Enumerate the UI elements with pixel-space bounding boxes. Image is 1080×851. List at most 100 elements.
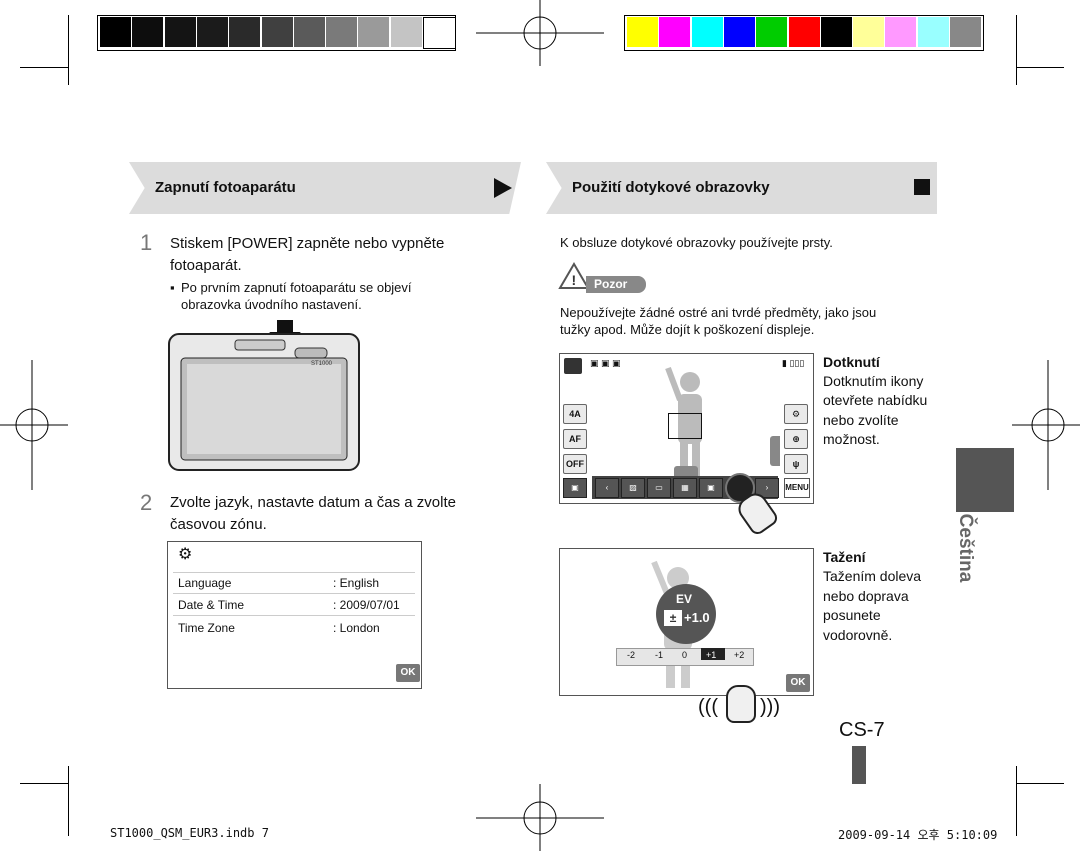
color-swatch	[659, 17, 691, 47]
crosshair-button[interactable]: ⊕	[784, 429, 808, 449]
drag-text: nebo doprava	[823, 588, 909, 604]
caution-text: tužky apod. Může dojít k poškození displ…	[560, 322, 815, 337]
drag-text: Tažením doleva	[823, 568, 922, 584]
step-number: 1	[140, 230, 153, 255]
color-swatch	[950, 17, 981, 47]
crop-mark	[20, 67, 68, 68]
af-button[interactable]: AF	[563, 429, 587, 449]
swipe-right-icon: )))	[760, 696, 780, 718]
note-text: Po prvním zapnutí fotoaparátu se objeví	[181, 280, 412, 295]
color-swatch	[691, 17, 723, 47]
crop-mark	[68, 15, 69, 85]
side-panel-tab[interactable]	[770, 436, 780, 466]
toolbar-button[interactable]: ▨	[621, 478, 645, 498]
gear-icon: ⚙	[178, 546, 193, 563]
step-text: Zvolte jazyk, nastavte datum a čas a zvo…	[170, 494, 456, 511]
camera-model-label: ST1000	[311, 361, 333, 367]
crop-mark	[1016, 783, 1064, 784]
ev-scale-selected	[701, 648, 725, 660]
menu-button[interactable]: MENU	[784, 478, 810, 498]
warning-icon: !	[558, 262, 590, 289]
settings-value: : English	[333, 576, 380, 590]
step-text: časovou zónu.	[170, 516, 267, 533]
color-swatch	[917, 17, 949, 47]
toolbar-button[interactable]: ▣	[563, 478, 587, 498]
focus-frame	[668, 413, 702, 439]
section-title: Zapnutí fotoaparátu	[155, 179, 296, 196]
settings-shortcut-button[interactable]: ⚙	[784, 404, 808, 424]
square-icon	[914, 179, 930, 195]
touch-text: otevřete nabídku	[823, 392, 928, 408]
settings-label: Time Zone	[178, 621, 235, 635]
crop-mark	[1016, 766, 1017, 836]
color-swatch	[164, 17, 196, 47]
svg-text:!: !	[572, 272, 577, 288]
color-swatch	[358, 17, 390, 47]
bottom-panel-tab[interactable]	[674, 466, 698, 476]
color-swatch	[423, 17, 456, 49]
hand-drag-icon	[726, 685, 756, 723]
language-label: Čeština	[955, 513, 976, 583]
step-text: fotoaparát.	[170, 257, 242, 274]
ev-scale-label: +2	[734, 650, 745, 660]
color-swatch	[261, 17, 293, 47]
touch-text: Dotknutím ikony	[823, 373, 924, 389]
page-marker	[852, 746, 866, 784]
battery-icon: ▮ ▯▯▯	[782, 358, 805, 368]
crop-mark	[20, 783, 68, 784]
settings-row[interactable]: Time Zone : London	[173, 618, 415, 638]
toolbar-button[interactable]: ▭	[647, 478, 671, 498]
ev-scale-label: -2	[627, 650, 636, 660]
wireless-button[interactable]: ψ	[784, 454, 808, 474]
color-swatch	[820, 17, 852, 47]
ev-scale-label: +1	[706, 650, 717, 660]
footer-file: ST1000_QSM_EUR3.indb 7	[110, 826, 269, 840]
camera-illustration	[168, 320, 360, 471]
timer-button[interactable]: OFF	[563, 454, 587, 474]
color-swatch	[196, 17, 228, 47]
color-swatch	[723, 17, 755, 47]
bullet-icon: ▪	[170, 280, 175, 295]
ev-value: +1.0	[684, 610, 710, 625]
ev-scale-label: 0	[682, 650, 688, 660]
touch-text: možnost.	[823, 431, 880, 447]
toolbar-button[interactable]: ▣	[699, 478, 723, 498]
drag-text: posunete	[823, 607, 881, 623]
page-number: CS-7	[839, 719, 885, 741]
note-text: obrazovka úvodního nastavení.	[181, 297, 362, 312]
crop-mark	[1016, 67, 1064, 68]
camera-mode-icon[interactable]	[564, 358, 582, 374]
section-header-left: Zapnutí fotoaparátu	[129, 162, 521, 214]
caution-badge: Pozor	[586, 276, 646, 293]
settings-row[interactable]: Language : English	[173, 572, 415, 594]
section-header-right: Použití dotykové obrazovky	[546, 162, 937, 214]
person-silhouette	[665, 366, 702, 476]
registration-mark-left	[0, 360, 68, 490]
registration-mark-bottom	[476, 784, 604, 851]
settings-value: : London	[333, 621, 380, 635]
step-text: Stiskem [POWER] zapněte nebo vypněte	[170, 235, 445, 252]
color-swatch	[326, 17, 358, 47]
settings-label: Date & Time	[178, 598, 245, 612]
toolbar-button[interactable]: ▦	[673, 478, 697, 498]
swipe-left-icon: (((	[698, 696, 718, 718]
touch-heading: Dotknutí	[823, 354, 880, 370]
ok-button[interactable]: OK	[786, 674, 810, 692]
section-title: Použití dotykové obrazovky	[572, 179, 770, 196]
color-swatch	[627, 17, 658, 47]
registration-mark-top	[476, 0, 604, 66]
color-swatch	[229, 17, 261, 47]
settings-label: Language	[178, 576, 232, 590]
touch-text: nebo zvolíte	[823, 412, 899, 428]
settings-row[interactable]: Date & Time : 2009/07/01	[173, 595, 415, 616]
color-swatch	[100, 17, 131, 47]
color-swatch	[132, 17, 164, 47]
ok-button[interactable]: OK	[396, 664, 420, 682]
crop-mark	[68, 766, 69, 836]
drag-text: vodorovně.	[823, 627, 893, 643]
flash-button[interactable]: 4A	[563, 404, 587, 424]
scroll-left-button[interactable]: ‹	[595, 478, 619, 498]
settings-value: : 2009/07/01	[333, 598, 400, 612]
scroll-right-button[interactable]: ›	[755, 478, 779, 498]
color-swatch	[853, 17, 885, 47]
